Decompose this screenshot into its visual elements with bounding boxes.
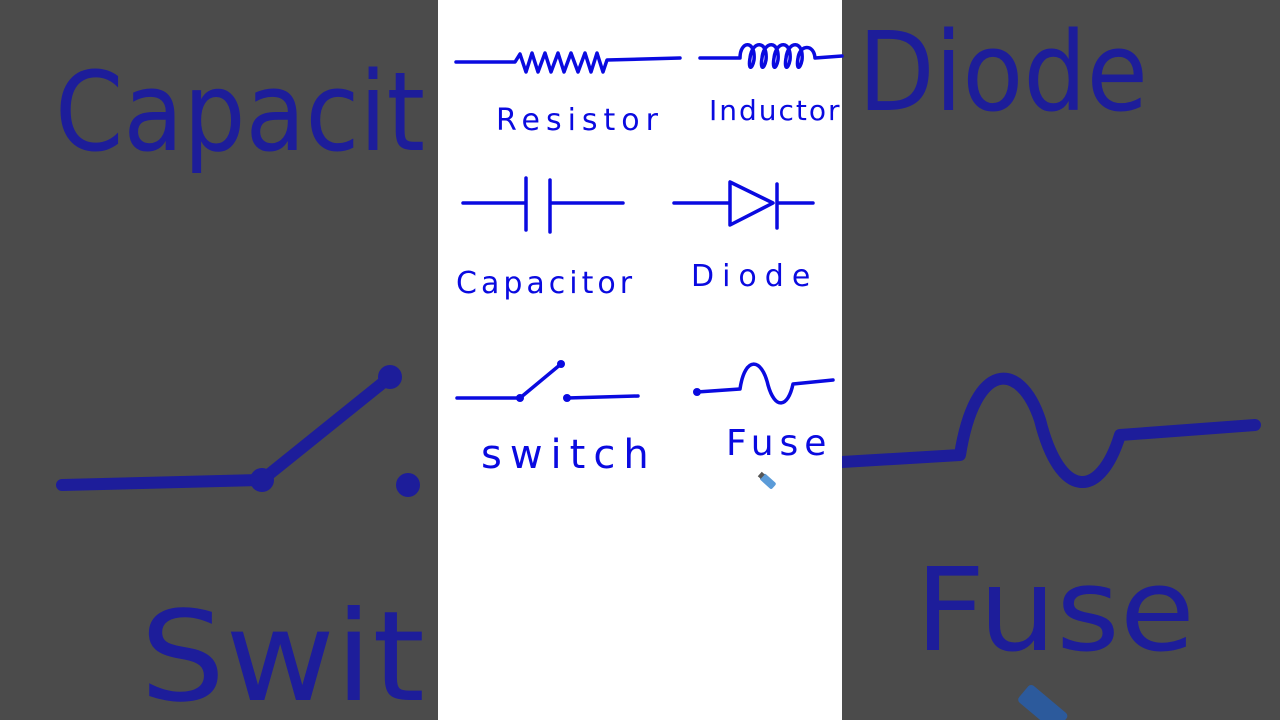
pen-cursor-icon [757,471,776,489]
bg-switch-lines [56,371,396,491]
bg-switch-text: Swit [140,585,425,720]
bg-capacitor-text: Capacit [55,48,425,176]
bg-pen-icon [1018,684,1068,720]
fuse-label: Fuse [726,423,832,464]
resistor-label: Resistor [496,103,664,138]
bg-switch-dot [250,468,274,492]
bg-diode-text: Diode [858,8,1148,136]
bg-switch-dot [396,473,420,497]
diode-symbol: Diode [672,180,818,294]
capacitor-symbol: Capacitor [456,176,636,301]
whiteboard-canvas [438,0,842,720]
inductor-symbol: Inductor [698,43,844,127]
bg-fuse-text: Fuse [915,544,1195,678]
switch-label: switch [481,432,657,478]
switch-symbol: switch [455,360,657,478]
background-zoom: Capacit Swit Diode Fuse [55,8,1261,720]
fuse-symbol: Fuse [693,362,835,464]
resistor-symbol: Resistor [454,51,682,138]
bg-switch-dot [378,365,402,389]
capacitor-label: Capacitor [456,266,636,301]
inductor-label: Inductor [709,94,842,127]
bg-fuse-wave [836,372,1261,488]
diode-label: Diode [691,259,818,294]
